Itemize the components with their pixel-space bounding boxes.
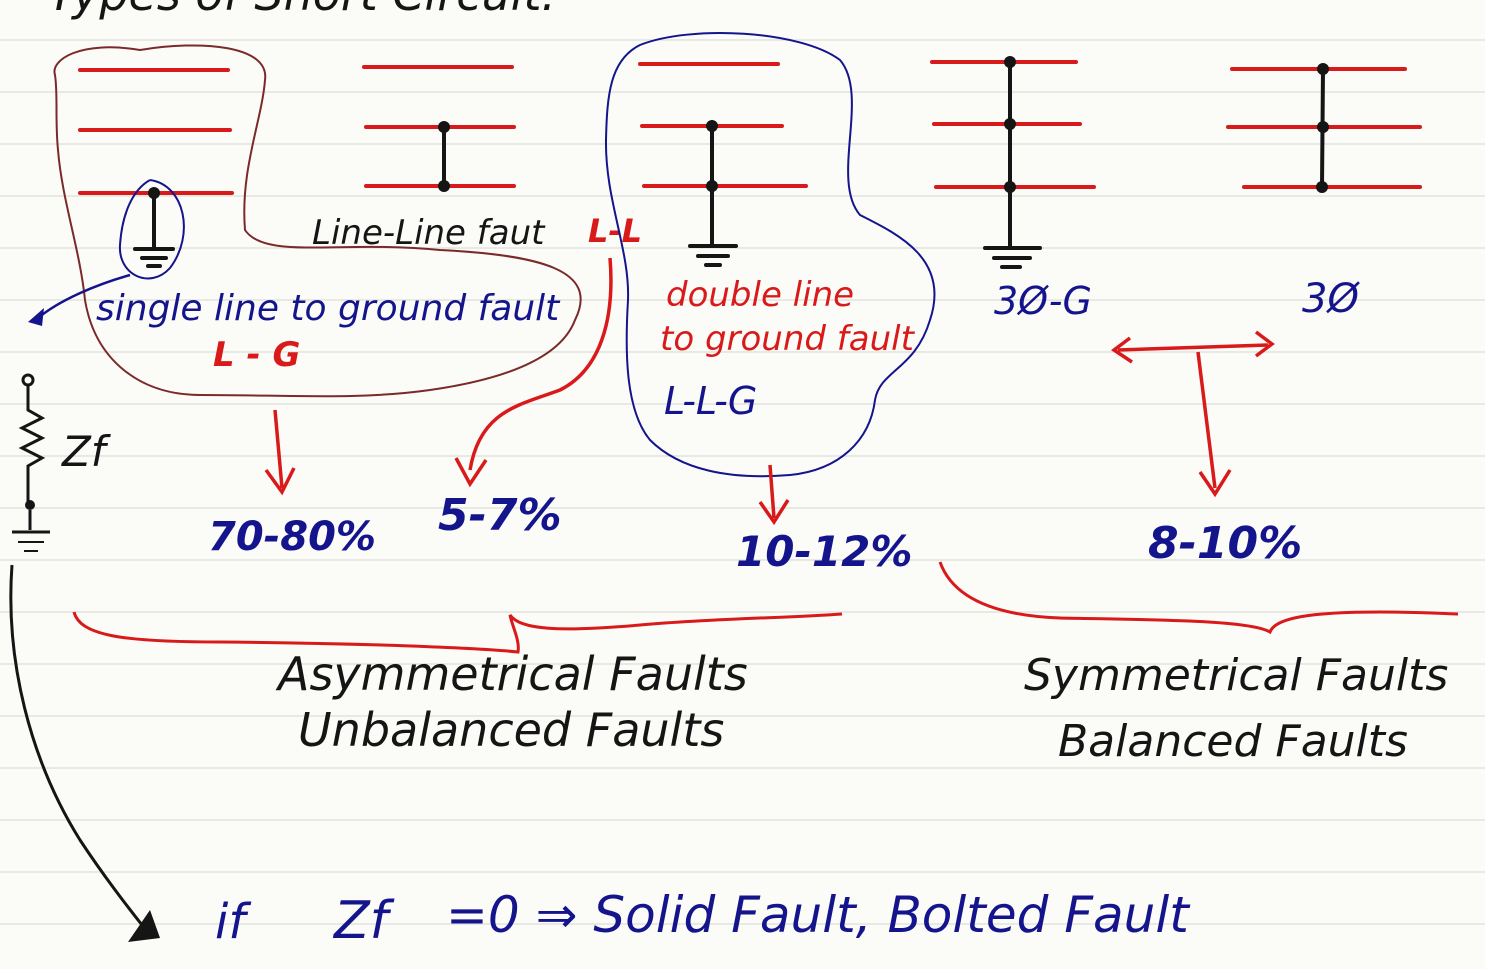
dlg-name-line1: double line <box>666 275 854 315</box>
dlg-code: L-L-G <box>664 379 757 423</box>
page-heading: Types of Short Circuit: <box>48 0 557 21</box>
bottom-note: if Zf =0 ⇒ Solid Fault, Bolted Fault <box>215 886 1191 951</box>
fault-impedance-symbol: Zf <box>12 373 112 552</box>
slg-share: 70-80% <box>208 514 376 560</box>
asymmetrical-brace <box>72 611 843 654</box>
symmetric-share-arrow <box>1110 330 1275 498</box>
dlg-name-line2: to ground fault <box>660 319 916 359</box>
symmetrical-label: Symmetrical Faults <box>1024 650 1448 701</box>
note-zf: Zf <box>332 891 395 951</box>
ll-code: L-L <box>588 212 642 250</box>
note-prefix: if <box>215 894 251 950</box>
symmetric-share: 8-10% <box>1148 518 1302 569</box>
zf-note-arrow <box>9 564 148 931</box>
three-phase-fault-diagram: 3Ø <box>1226 63 1422 322</box>
three-phase-code: 3Ø <box>1302 276 1360 322</box>
dlg-share: 10-12% <box>736 527 912 576</box>
ll-share: 5-7% <box>438 490 562 541</box>
slg-fault-diagram: single line to ground fault L - G 70-80% <box>28 44 582 560</box>
slg-code: L - G <box>213 335 300 375</box>
slg-name: single line to ground fault <box>96 288 561 329</box>
note-rest: =0 ⇒ Solid Fault, Bolted Fault <box>446 886 1191 944</box>
ll-fault-diagram: Line-Line faut L-L 5-7% <box>312 65 642 541</box>
unbalanced-label: Unbalanced Faults <box>298 703 724 757</box>
three-phase-ground-code: 3Ø-G <box>994 279 1092 323</box>
ll-name: Line-Line faut <box>312 213 546 253</box>
three-phase-ground-fault-diagram: 3Ø-G <box>930 56 1096 323</box>
impedance-label: Zf <box>61 427 112 476</box>
dlg-fault-diagram: double line to ground fault L-L-G 10-12% <box>604 32 936 576</box>
asymmetrical-label: Asymmetrical Faults <box>275 647 748 701</box>
ruled-lines <box>0 39 1485 925</box>
balanced-label: Balanced Faults <box>1058 716 1408 767</box>
symmetrical-brace <box>938 561 1459 635</box>
